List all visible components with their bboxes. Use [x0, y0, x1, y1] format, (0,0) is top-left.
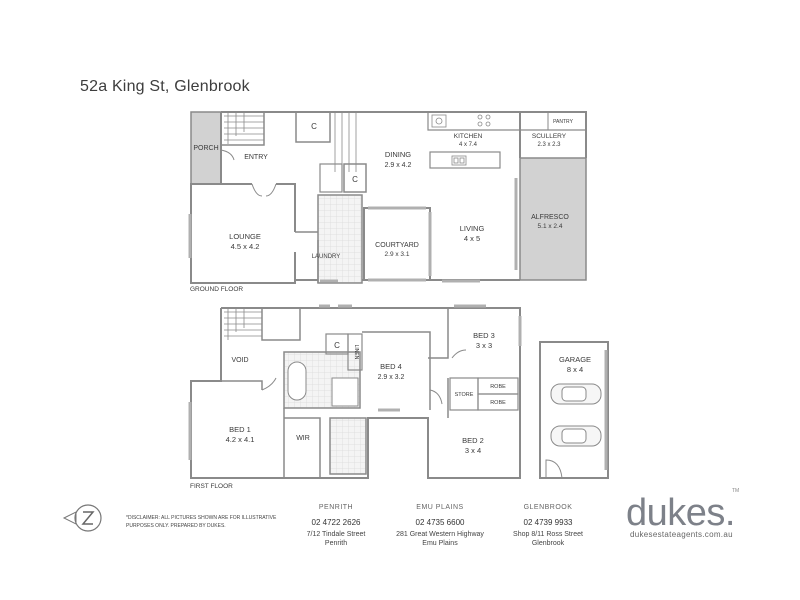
scullery-size: 2.3 x 2.3	[537, 142, 561, 148]
office-name: PENRITH	[318, 504, 354, 511]
lounge-wall	[191, 183, 296, 232]
trademark-mark: TM	[732, 488, 740, 494]
alfresco-label: ALFRESCO	[531, 214, 569, 221]
office-penrith: PENRITH 02 4722 2626 7/12 Tindale Street…	[300, 503, 372, 548]
bed2-size: 3 x 4	[465, 446, 481, 455]
shower-ground	[319, 163, 343, 193]
kitchen-label: KITCHEN	[454, 133, 483, 140]
first-floor	[188, 304, 522, 479]
wir-walls	[283, 408, 321, 478]
void-wall	[220, 340, 263, 390]
disclaimer-text: *DISCLAIMER: ALL PICTURES SHOWN ARE FOR …	[126, 515, 277, 529]
office-phone[interactable]: 02 4739 9933	[523, 518, 573, 527]
office-emu-plains: EMU PLAINS 02 4735 6600 281 Great Wester…	[392, 503, 488, 548]
shower-first	[331, 377, 359, 407]
bed2-label: BED 2	[462, 436, 484, 445]
property-address: 52a King St, Glenbrook	[80, 78, 250, 95]
cupboard-c-3: C	[334, 341, 340, 350]
car-1	[550, 383, 602, 405]
bed1-size: 4.2 x 4.1	[226, 435, 255, 444]
brand-logo: dukes.	[626, 492, 735, 534]
garage-size: 8 x 4	[567, 365, 583, 374]
courtyard-size: 2.9 x 3.1	[385, 251, 410, 258]
dining-label: DINING	[385, 150, 411, 159]
store-label: STORE	[455, 392, 474, 398]
scullery-label: SCULLERY	[532, 133, 567, 140]
office-phone[interactable]: 02 4722 2626	[311, 518, 361, 527]
porch-label: PORCH	[193, 145, 218, 152]
pantry-label: PANTRY	[553, 119, 573, 125]
lounge-label: LOUNGE	[229, 232, 261, 241]
bed4-size: 2.9 x 3.2	[378, 374, 405, 381]
website-link[interactable]: dukesestateagents.com.au	[630, 530, 733, 539]
kitchen-size: 4 x 7.4	[459, 142, 478, 148]
bed4-label: BED 4	[380, 362, 402, 371]
office-name: EMU PLAINS	[416, 504, 464, 511]
office-phone[interactable]: 02 4735 6600	[415, 518, 465, 527]
office-name: GLENBROOK	[523, 504, 573, 511]
bed1-label: BED 1	[229, 425, 251, 434]
bath-tub	[287, 361, 307, 401]
linen-label: LINEN	[353, 345, 359, 360]
living-size: 4 x 5	[464, 234, 480, 243]
laundry-label: LAUNDRY	[312, 254, 341, 260]
office-address-line2: Glenbrook	[531, 540, 565, 547]
first-outer-wall	[190, 307, 521, 479]
alfresco-size: 5.1 x 2.4	[538, 223, 563, 230]
cupboard-ground	[343, 163, 367, 193]
robe-label-2: ROBE	[490, 400, 506, 406]
powder-room	[317, 194, 363, 284]
cupboard-c-1: C	[311, 122, 317, 131]
north-compass-icon	[62, 504, 102, 532]
cupboard-entry	[295, 111, 331, 143]
office-address-line2: Emu Plains	[422, 540, 458, 547]
bed3-label: BED 3	[473, 331, 495, 340]
car-2	[550, 425, 602, 447]
entry-label: ENTRY	[244, 154, 268, 161]
first-floor-label: FIRST FLOOR	[190, 483, 233, 490]
office-glenbrook: GLENBROOK 02 4739 9933 Shop 8/11 Ross St…	[506, 503, 590, 548]
store	[449, 377, 479, 411]
ground-floor	[188, 111, 587, 284]
robe-label-1: ROBE	[490, 384, 506, 390]
alfresco-area	[519, 157, 587, 281]
office-address-line2: Penrith	[324, 540, 348, 547]
ground-rear-wall	[520, 111, 587, 158]
office-address-line1: 7/12 Tindale Street	[306, 531, 366, 538]
office-address-line1: Shop 8/11 Ross Street	[513, 531, 583, 538]
courtyard-label: COURTYARD	[375, 242, 419, 249]
bathroom-first	[329, 417, 367, 475]
wir-label: WIR	[296, 435, 310, 442]
ground-floor-label: GROUND FLOOR	[190, 286, 243, 293]
garage	[539, 341, 609, 479]
garage-label: GARAGE	[559, 355, 591, 364]
cupboard-c-2: C	[352, 175, 358, 184]
dining-size: 2.9 x 4.2	[385, 162, 412, 169]
void-label: VOID	[231, 357, 248, 364]
stair-ground	[224, 112, 357, 172]
bed3-size: 3 x 3	[476, 341, 492, 350]
linen	[347, 333, 363, 371]
kitchen-bench	[427, 112, 520, 131]
lounge-size: 4.5 x 4.2	[231, 242, 260, 251]
office-address-line1: 281 Great Western Highway	[396, 531, 484, 538]
living-label: LIVING	[460, 224, 485, 233]
kitchen-island	[429, 151, 501, 169]
